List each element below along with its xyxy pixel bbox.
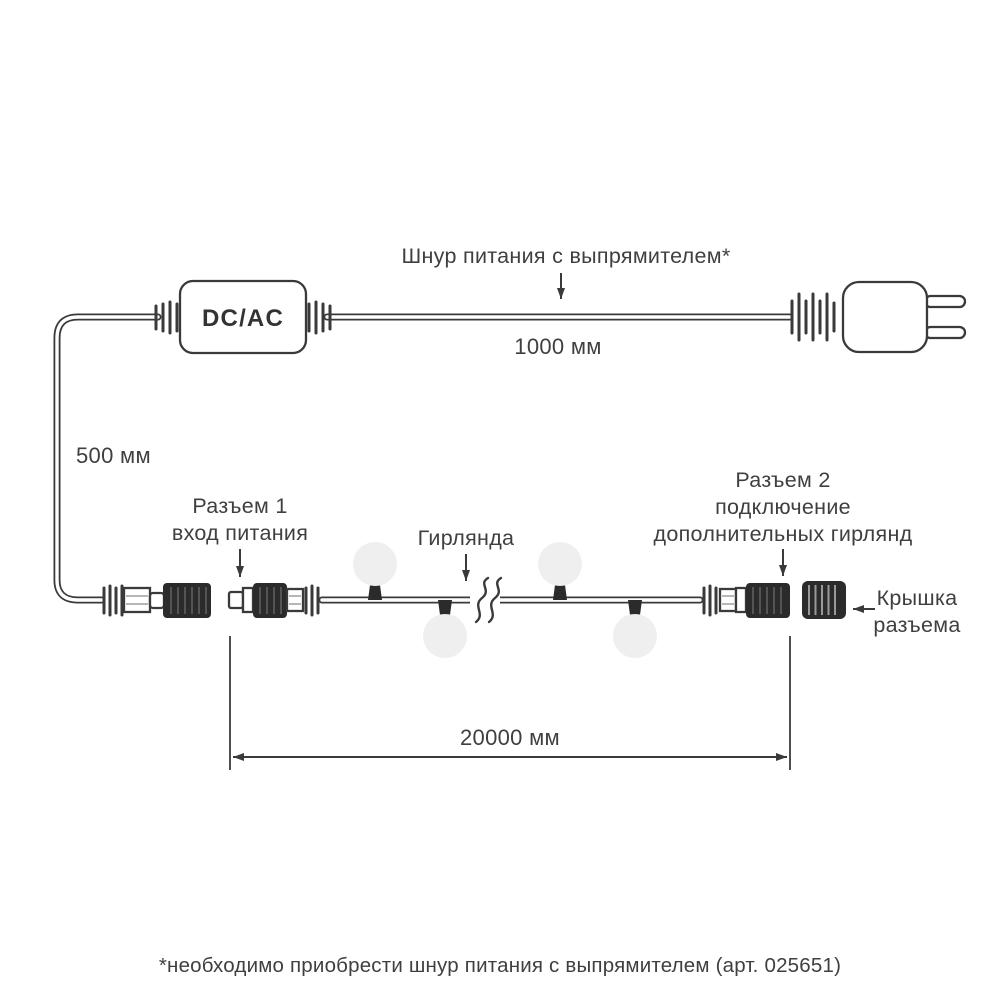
connector1-pin-tip — [148, 591, 166, 610]
socket-collar — [241, 586, 255, 614]
connector2 — [702, 583, 790, 618]
wire-break-mark — [470, 576, 503, 624]
bulb-glass — [423, 614, 467, 658]
plug-pin-bottom — [923, 325, 967, 340]
bulb-glass — [613, 614, 657, 658]
knurl-texture — [170, 587, 207, 614]
bulb-4 — [613, 600, 657, 658]
plug-body — [841, 280, 929, 354]
bulb-1 — [353, 542, 397, 600]
socket-tip — [227, 590, 245, 610]
connector1-label-line1: Разъем 1 — [192, 494, 287, 518]
rib-texture — [102, 584, 124, 617]
connector2-label-line3: дополнительных гирлянд — [654, 522, 913, 546]
socket-knurled-ring — [253, 583, 287, 618]
dcac-converter-box: DC/AC — [154, 279, 332, 355]
break-squiggle — [474, 576, 490, 624]
bulb-socket — [438, 600, 452, 615]
knurl-texture — [752, 587, 782, 614]
connector2-collar — [734, 586, 748, 614]
garland-label: Гирлянда — [418, 526, 515, 550]
connector1-hex-nut — [122, 586, 152, 614]
dimension-20000-label: 20000 мм — [460, 725, 560, 750]
connector2-callout: Разъем 2 подключение дополнительных гирл… — [654, 468, 913, 576]
connector1-callout: Разъем 1 вход питания — [172, 494, 308, 577]
power-cord-callout: Шнур питания с выпрямителем* 1000 мм — [401, 244, 730, 359]
connector2-knurled-ring — [746, 583, 790, 618]
bulb-glass — [353, 542, 397, 586]
bulb-3 — [538, 542, 582, 600]
connector1-female-input — [227, 583, 320, 618]
cap-ridges — [808, 585, 836, 615]
bulb-socket — [628, 600, 642, 615]
connector1-male — [102, 583, 211, 618]
hex-flats — [289, 595, 301, 605]
rib-texture — [702, 584, 718, 617]
rib-texture-left — [154, 300, 179, 335]
bulb-socket — [368, 585, 382, 600]
power-cord-label: Шнур питания с выпрямителем* — [401, 244, 730, 268]
plug-strain-relief — [790, 292, 836, 342]
power-plug — [790, 280, 967, 354]
footnote: *необходимо приобрести шнур питания с вы… — [159, 954, 841, 977]
connector-cap — [802, 581, 846, 619]
rib-texture-right — [307, 300, 332, 335]
hex-flats — [722, 595, 734, 605]
dimension-20000: 20000 мм — [229, 636, 791, 770]
cap-label-line2: разъема — [873, 613, 960, 637]
rib-texture — [304, 584, 320, 617]
connector2-hex-nut — [718, 587, 738, 613]
connector2-label-line2: подключение — [715, 495, 851, 519]
converter-label: DC/AC — [202, 305, 284, 332]
cap-callout: Крышка разъема — [853, 586, 960, 637]
converter-body — [178, 279, 308, 355]
garland-callout: Гирлянда — [418, 526, 515, 581]
bulb-2 — [423, 600, 467, 658]
bulb-glass — [538, 542, 582, 586]
cord-length-label: 1000 мм — [514, 334, 601, 359]
bulb-socket — [553, 585, 567, 600]
break-squiggle — [487, 576, 503, 624]
knurl-texture — [259, 587, 282, 614]
hex-flats — [126, 595, 148, 605]
cable-length-500-label: 500 мм — [76, 443, 151, 468]
plug-pin-top — [923, 294, 967, 309]
connector1-label-line2: вход питания — [172, 521, 308, 545]
cap-label-line1: Крышка — [877, 586, 958, 610]
socket-hex-nut — [285, 587, 305, 613]
connector2-label-line1: Разъем 2 — [735, 468, 830, 492]
left-power-cable — [53, 313, 162, 604]
